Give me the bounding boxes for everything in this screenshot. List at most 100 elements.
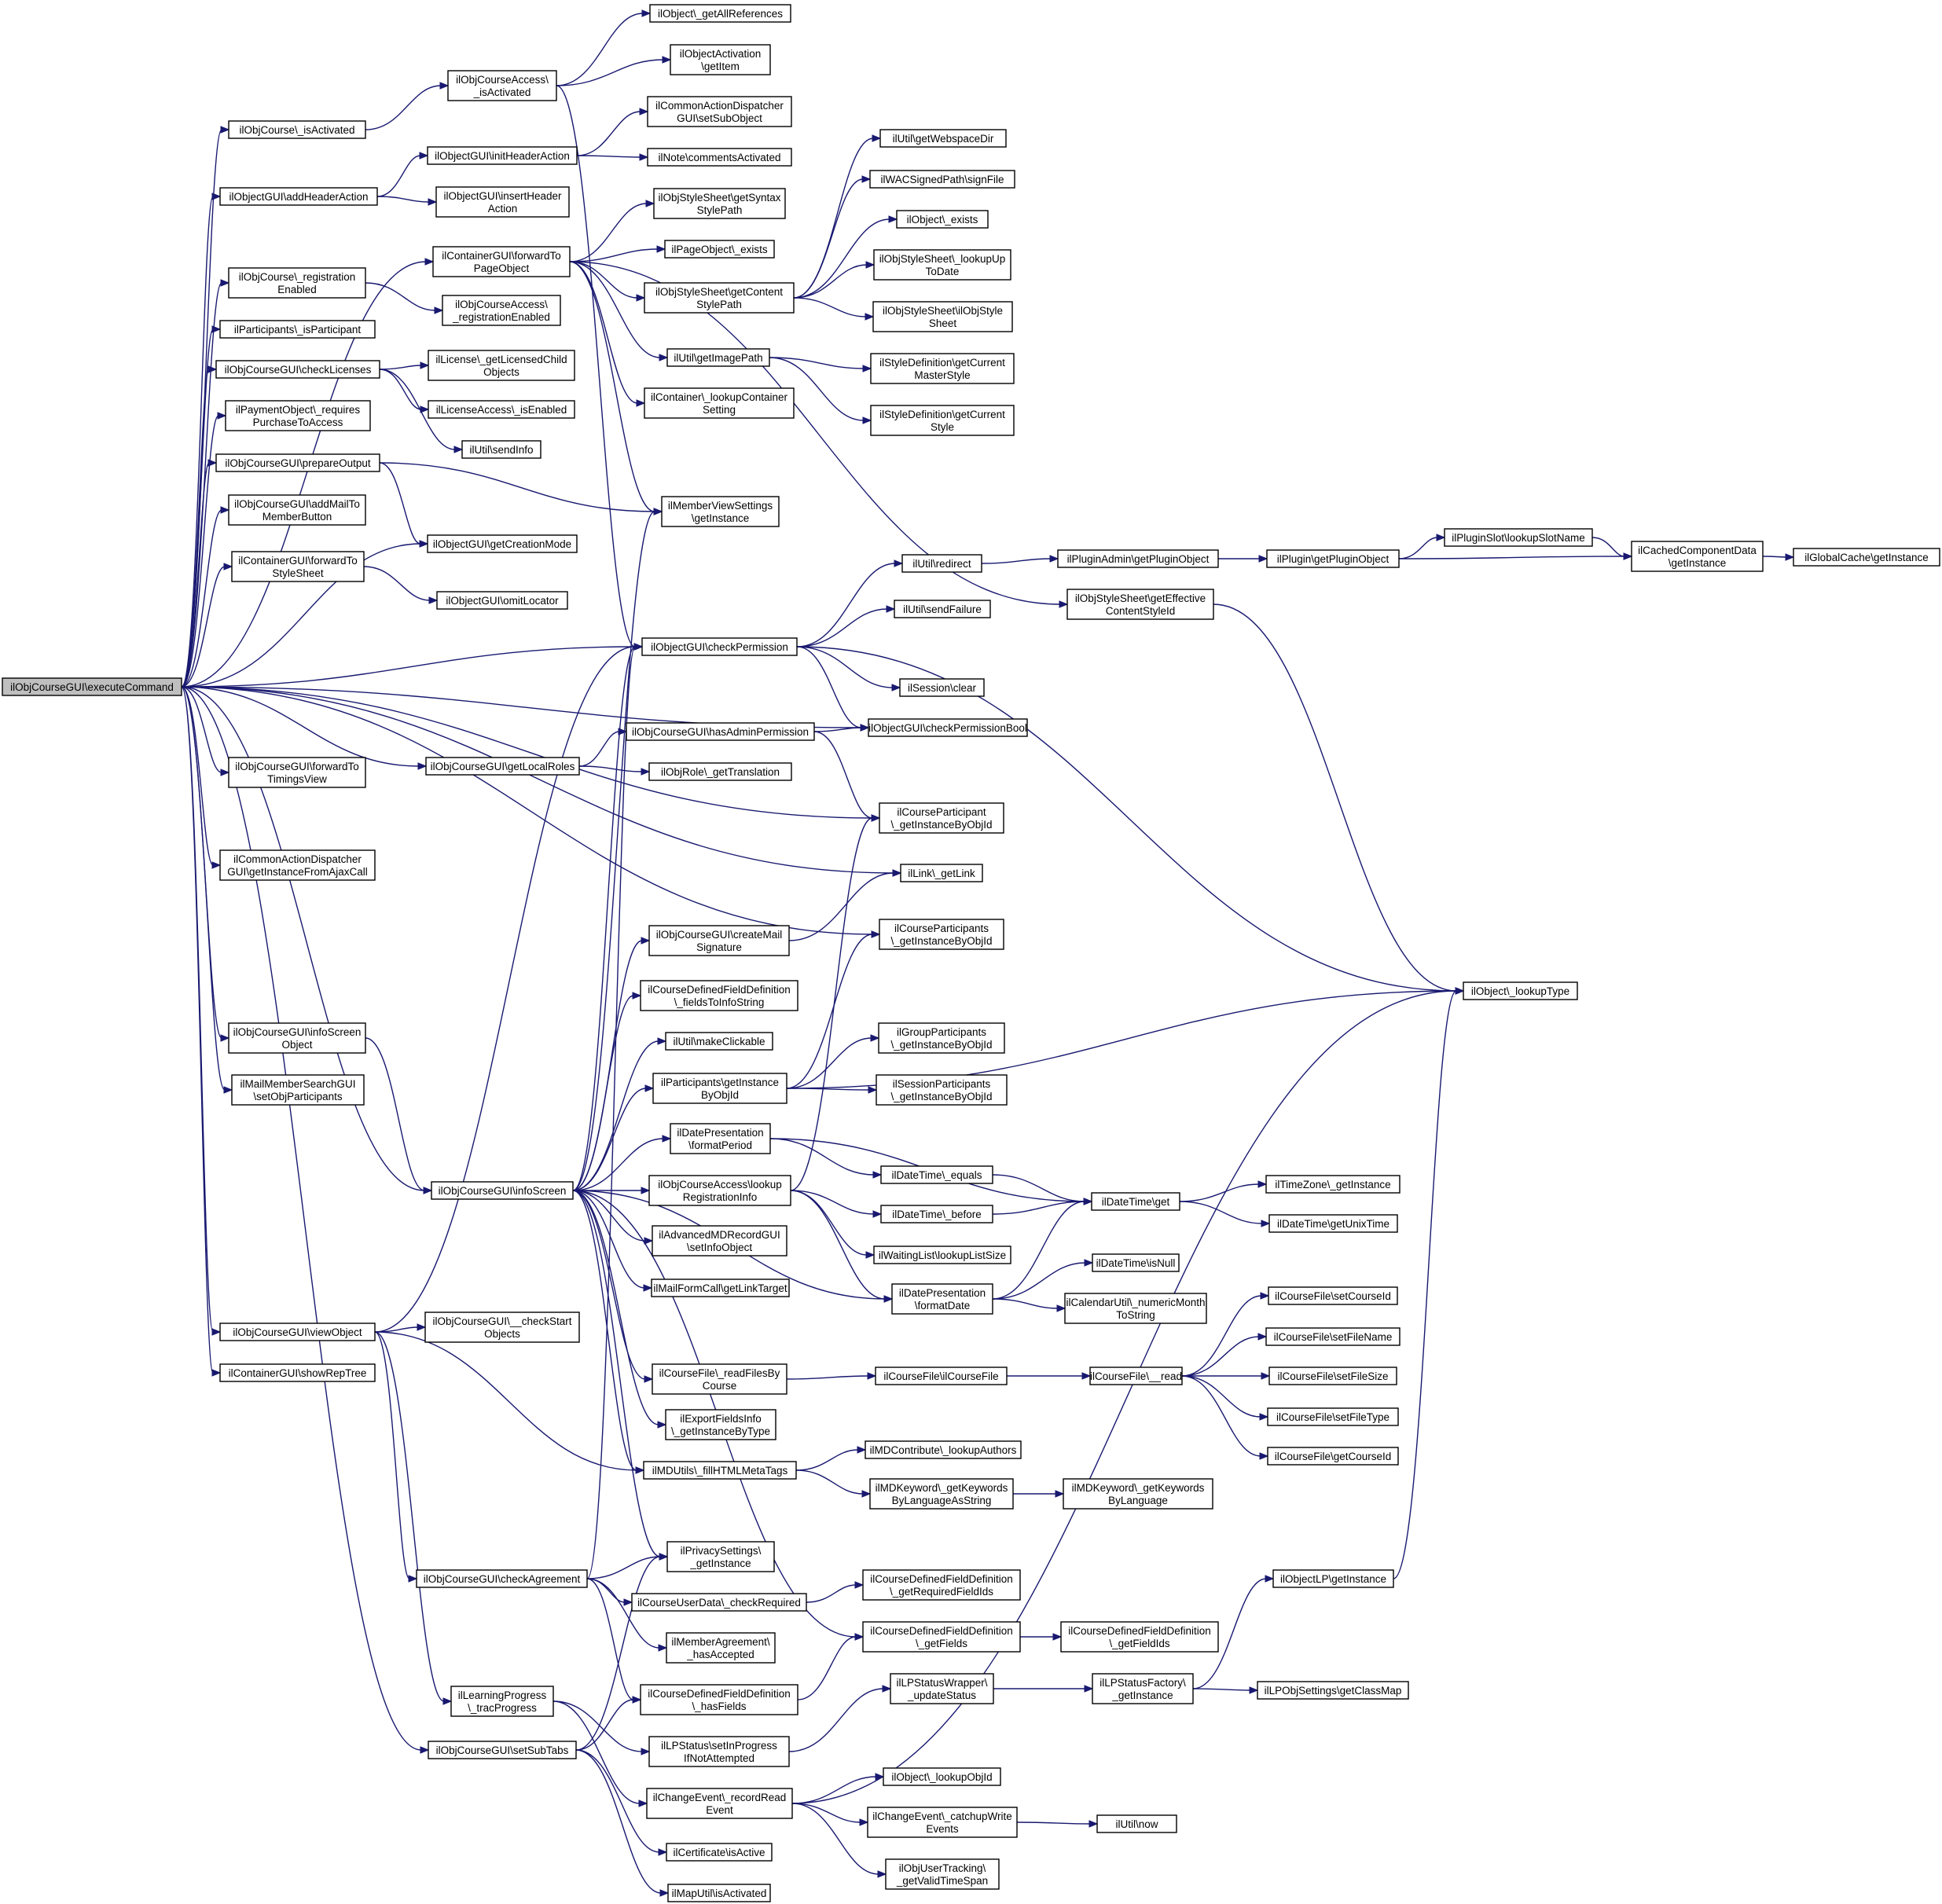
node-make-clickable[interactable]: ilUtil\makeClickable xyxy=(665,1032,773,1051)
node-get-translation[interactable]: ilObjRole\_getTranslation xyxy=(648,762,792,781)
node-redirect[interactable]: ilUtil\redirect xyxy=(901,554,982,573)
node-effective-style-id[interactable]: ilObjStyleSheet\getEffectiveContentStyle… xyxy=(1066,589,1214,620)
node-get-image-path[interactable]: ilUtil\getImagePath xyxy=(666,348,770,367)
node-page-object-exists[interactable]: ilPageObject\_exists xyxy=(664,240,775,259)
node-fields-to-info-string[interactable]: ilCourseDefinedFieldDefinition\_fieldsTo… xyxy=(640,980,798,1011)
node-adv-mdset-info-object[interactable]: ilAdvancedMDRecordGUI\setInfoObject xyxy=(652,1225,787,1256)
node-dt-before[interactable]: ilDateTime\_before xyxy=(880,1205,993,1223)
node-group-participants[interactable]: ilGroupParticipants\_getInstanceByObjId xyxy=(878,1022,1005,1054)
node-session-participants[interactable]: ilSessionParticipants\_getInstanceByObjI… xyxy=(876,1074,1008,1106)
node-license-access-enabled[interactable]: ilLicenseAccess\_isEnabled xyxy=(428,400,575,419)
root-node[interactable]: ilObjCourseGUI\executeCommand xyxy=(2,677,182,696)
node-comments-activated[interactable]: ilNote\commentsActivated xyxy=(647,148,792,167)
node-object-lp[interactable]: ilObjectLP\getInstance xyxy=(1272,1569,1394,1588)
node-set-file-name[interactable]: ilCourseFile\setFileName xyxy=(1265,1327,1401,1346)
node-lookup-slot-name[interactable]: ilPluginSlot\lookupSlotName xyxy=(1444,528,1593,547)
node-global-cache[interactable]: ilGlobalCache\getInstance xyxy=(1793,548,1940,567)
node-sign-file[interactable]: ilWACSignedPath\signFile xyxy=(869,170,1015,189)
node-has-admin-permission[interactable]: ilObjCourseGUI\hasAdminPermission xyxy=(626,722,815,741)
node-get-all-references[interactable]: ilObject\_getAllReferences xyxy=(649,4,791,23)
node-waiting-list[interactable]: ilWaitingList\lookupListSize xyxy=(873,1245,1011,1264)
node-access-reg-enabled[interactable]: ilObjCourseAccess\_registrationEnabled xyxy=(442,295,561,326)
node-dt-is-null[interactable]: ilDateTime\isNull xyxy=(1092,1253,1180,1272)
node-trac-progress[interactable]: ilLearningProgress\_tracProgress xyxy=(450,1686,554,1717)
node-format-period[interactable]: ilDatePresentation\formatPeriod xyxy=(670,1123,771,1154)
node-set-file-type[interactable]: ilCourseFile\setFileType xyxy=(1267,1407,1399,1426)
node-view-object[interactable]: ilObjCourseGUI\viewObject xyxy=(219,1323,376,1341)
node-obj-style-sheet-ctor[interactable]: ilObjStyleSheet\ilObjStyleSheet xyxy=(872,301,1013,332)
node-lp-status-factory[interactable]: ilLPStatusFactory\_getInstance xyxy=(1092,1673,1194,1704)
node-send-failure[interactable]: ilUtil\sendFailure xyxy=(894,600,991,618)
node-certificate-active[interactable]: ilCertificate\isActive xyxy=(666,1843,773,1862)
node-add-header-action[interactable]: ilObjectGUI\addHeaderAction xyxy=(219,187,378,206)
node-course-participant[interactable]: ilCourseParticipant\_getInstanceByObjId xyxy=(879,802,1004,834)
node-omit-locator[interactable]: ilObjectGUI\omitLocator xyxy=(436,591,568,610)
node-keywords-as-string[interactable]: ilMDKeyword\_getKeywordsByLanguageAsStri… xyxy=(869,1478,1014,1510)
node-show-rep-tree[interactable]: ilContainerGUI\showRepTree xyxy=(219,1363,376,1382)
node-get-fields[interactable]: ilCourseDefinedFieldDefinition\_getField… xyxy=(862,1621,1021,1653)
node-is-activated[interactable]: ilObjCourse\_isActivated xyxy=(228,120,366,139)
node-mail-form-call[interactable]: ilMailFormCall\getLinkTarget xyxy=(651,1279,790,1297)
node-mail-member-search[interactable]: ilMailMemberSearchGUI\setObjParticipants xyxy=(231,1074,365,1106)
node-plugin-admin[interactable]: ilPluginAdmin\getPluginObject xyxy=(1057,549,1219,568)
node-get-creation-mode[interactable]: ilObjectGUI\getCreationMode xyxy=(427,534,578,553)
node-update-status[interactable]: ilLPStatusWrapper\_updateStatus xyxy=(890,1673,994,1704)
node-send-info[interactable]: ilUtil\sendInfo xyxy=(461,440,541,459)
node-obj-course-access-activated[interactable]: ilObjCourseAccess\_isActivated xyxy=(447,70,557,101)
node-plugin-get-plugin-object[interactable]: ilPlugin\getPluginObject xyxy=(1266,549,1400,568)
node-check-permission[interactable]: ilObjectGUI\checkPermission xyxy=(641,637,798,656)
node-member-agreement[interactable]: ilMemberAgreement\_hasAccepted xyxy=(666,1632,776,1664)
node-info-screen[interactable]: ilObjCourseGUI\infoScreen xyxy=(431,1181,574,1200)
node-util-now[interactable]: ilUtil\now xyxy=(1096,1814,1177,1833)
node-lookup-obj-id[interactable]: ilObject\_lookupObjId xyxy=(883,1767,1001,1786)
node-get-link[interactable]: ilLink\_getLink xyxy=(900,864,983,882)
node-object-exists[interactable]: ilObject\_exists xyxy=(896,210,989,229)
node-lookup-authors[interactable]: ilMDContribute\_lookupAuthors xyxy=(865,1440,1022,1459)
node-get-webspace-dir[interactable]: ilUtil\getWebspaceDir xyxy=(879,129,1007,148)
node-check-licenses[interactable]: ilObjCourseGUI\checkLicenses xyxy=(215,360,380,379)
node-valid-time-span[interactable]: ilObjUserTracking\_getValidTimeSpan xyxy=(885,1858,1000,1890)
node-prepare-output[interactable]: ilObjCourseGUI\prepareOutput xyxy=(215,453,380,472)
node-check-permission-bool[interactable]: ilObjectGUI\checkPermissionBool xyxy=(868,718,1028,737)
node-export-fields-info[interactable]: ilExportFieldsInfo\_getInstanceByType xyxy=(665,1409,776,1440)
node-map-util-activated[interactable]: ilMapUtil\isActivated xyxy=(667,1884,771,1902)
node-get-course-id[interactable]: ilCourseFile\getCourseId xyxy=(1267,1447,1399,1466)
node-set-file-size[interactable]: ilCourseFile\setFileSize xyxy=(1268,1367,1397,1385)
node-format-date[interactable]: ilDatePresentation\formatDate xyxy=(891,1283,993,1315)
node-check-agreement[interactable]: ilObjCourseGUI\checkAgreement xyxy=(416,1569,588,1588)
node-participants-get-instance[interactable]: ilParticipants\getInstanceByObjId xyxy=(652,1073,787,1104)
node-check-required[interactable]: ilCourseUserData\_checkRequired xyxy=(631,1593,807,1612)
node-set-sub-tabs[interactable]: ilObjCourseGUI\setSubTabs xyxy=(428,1741,577,1759)
node-get-class-map[interactable]: ilLPObjSettings\getClassMap xyxy=(1257,1681,1409,1700)
node-common-ajax[interactable]: ilCommonActionDispatcherGUI\getInstanceF… xyxy=(219,849,376,881)
node-fill-htmlmeta-tags[interactable]: ilMDUtils\_fillHTMLMetaTags xyxy=(643,1461,797,1480)
node-dt-equals[interactable]: ilDateTime\_equals xyxy=(880,1165,993,1184)
node-lookup-type[interactable]: ilObject\_lookupType xyxy=(1463,981,1578,1000)
node-course-file-read[interactable]: ilCourseFile\__read xyxy=(1089,1367,1183,1385)
node-course-file-ctor[interactable]: ilCourseFile\ilCourseFile xyxy=(875,1367,1008,1385)
node-set-course-id[interactable]: ilCourseFile\setCourseId xyxy=(1268,1286,1398,1305)
node-requires-purchase[interactable]: ilPaymentObject\_requiresPurchaseToAcces… xyxy=(225,400,371,431)
node-dt-get[interactable]: ilDateTime\get xyxy=(1091,1192,1180,1211)
node-get-unix-time[interactable]: ilDateTime\getUnixTime xyxy=(1268,1214,1398,1233)
node-registration-enabled[interactable]: ilObjCourse\_registrationEnabled xyxy=(228,267,366,299)
node-is-participant[interactable]: ilParticipants\_isParticipant xyxy=(219,320,376,339)
